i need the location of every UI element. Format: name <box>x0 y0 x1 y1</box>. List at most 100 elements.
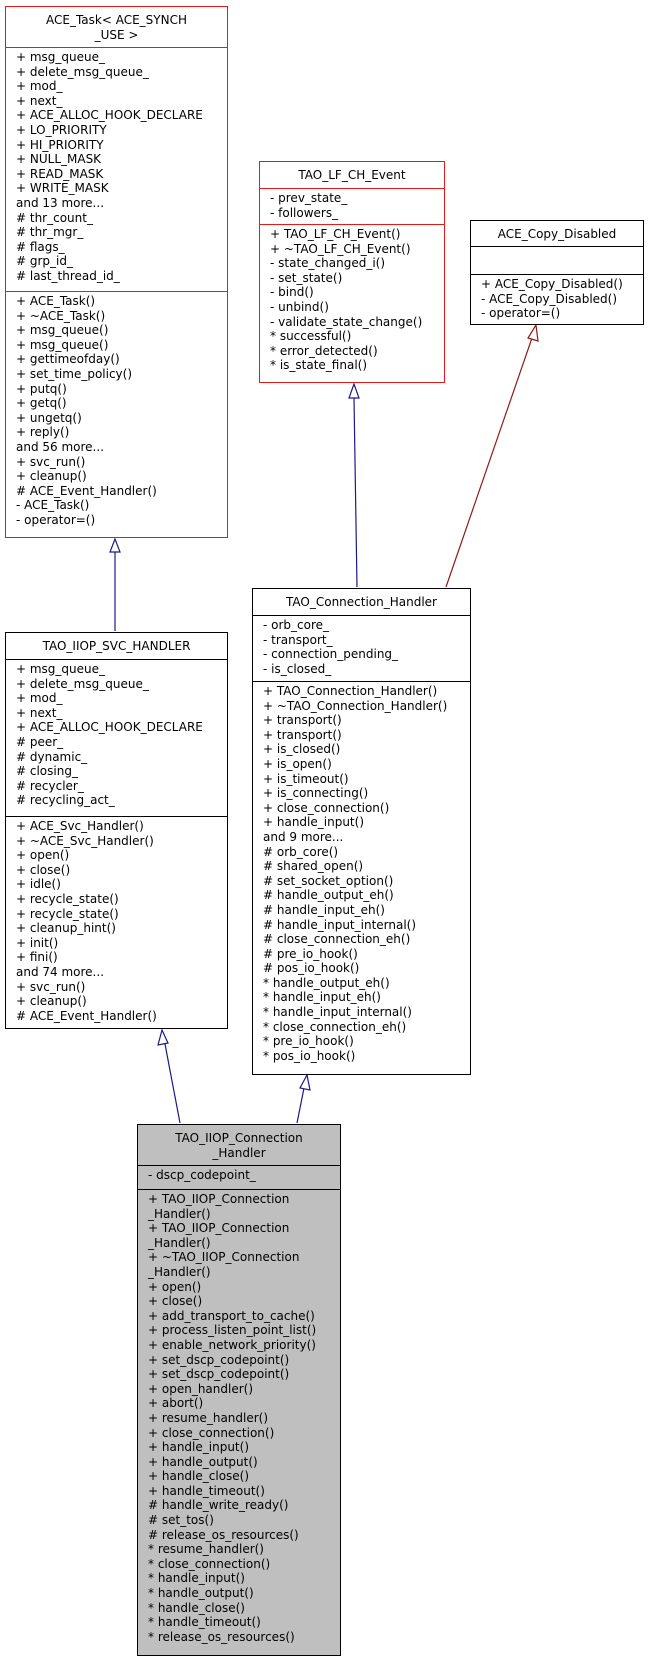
class-methods: + TAO_IIOP_Connection_Handler()+ TAO_IIO… <box>138 1189 340 1646</box>
member-line: # thr_mgr_ <box>16 225 84 240</box>
member-line: # peer_ <box>16 734 64 749</box>
member-line: + mod_ <box>16 79 63 94</box>
member-line: + ~ACE_Task() <box>16 308 106 323</box>
class-box-tao-iiop-connection-handler[interactable]: TAO_IIOP_Connection_Handler - dscp_codep… <box>137 1124 341 1656</box>
member-line: * handle_timeout() <box>148 1615 261 1630</box>
member-line: * successful() <box>270 329 352 344</box>
member-line: ACE_Copy_Disabled <box>497 227 617 241</box>
member-line: + close() <box>16 862 71 877</box>
member-line: + close_connection() <box>148 1425 275 1440</box>
member-line: - transport_ <box>263 632 333 647</box>
member-line: + enable_network_priority() <box>148 1337 316 1352</box>
member-line: + next_ <box>16 705 63 720</box>
member-line: + msg_queue_ <box>16 662 106 676</box>
class-methods: + ACE_Svc_Handler()+ ~ACE_Svc_Handler()+… <box>6 816 227 1025</box>
member-line: + handle_input() <box>148 1440 249 1455</box>
member-line: TAO_Connection_Handler <box>286 595 437 609</box>
member-line: - operator=() <box>16 512 96 527</box>
member-line: # thr_count_ <box>16 210 93 225</box>
member-line: + fini() <box>16 950 58 965</box>
member-line: - validate_state_change() <box>270 314 423 329</box>
edge-conn-handler-to-copy-disabled <box>445 337 533 588</box>
member-line: + is_open() <box>263 756 332 771</box>
member-line: # handle_input_eh() <box>263 902 385 917</box>
member-line: # closing_ <box>16 764 78 779</box>
member-line: + msg_queue() <box>16 337 109 352</box>
member-line: + msg_queue_ <box>16 50 106 64</box>
class-title: ACE_Copy_Disabled <box>471 221 643 246</box>
member-line: * pre_io_hook() <box>263 1034 354 1049</box>
class-box-ace-copy-disabled[interactable]: ACE_Copy_Disabled + ACE_Copy_Disabled() -… <box>470 220 644 325</box>
member-line: + NULL_MASK <box>16 152 102 167</box>
member-line: _Handler() <box>148 1235 211 1250</box>
member-line: # orb_core() <box>263 844 339 859</box>
member-line: * handle_output() <box>148 1586 254 1601</box>
member-line: + transport() <box>263 713 342 728</box>
member-line: + set_time_policy() <box>16 366 133 381</box>
member-line: # handle_output_eh() <box>263 888 394 903</box>
member-line: * release_os_resources() <box>148 1629 295 1644</box>
class-methods: + TAO_Connection_Handler()+ ~TAO_Connect… <box>253 681 470 1065</box>
member-line: # ACE_Event_Handler() <box>16 483 157 498</box>
member-line: + ~TAO_LF_CH_Event() <box>270 241 411 256</box>
member-line: + ACE_Task() <box>16 294 96 308</box>
edge-arrowhead-copy-disabled <box>527 323 539 342</box>
member-line: + WRITE_MASK <box>16 181 109 196</box>
member-line: + reply() <box>16 425 70 440</box>
member-line: + set_dscp_codepoint() <box>148 1352 290 1367</box>
member-line: + handle_close() <box>148 1469 250 1484</box>
member-line: + close() <box>148 1294 203 1309</box>
member-line: _Handler() <box>148 1264 211 1279</box>
class-title: TAO_LF_CH_Event <box>260 162 444 188</box>
member-line: + init() <box>16 935 59 950</box>
class-box-tao-iiop-svc-handler[interactable]: TAO_IIOP_SVC_HANDLER + msg_queue_+ delet… <box>5 632 228 1029</box>
member-line: + cleanup() <box>16 469 87 484</box>
member-line: # recycling_act_ <box>16 793 115 808</box>
member-line: + LO_PRIORITY <box>16 122 107 137</box>
member-line: + svc_run() <box>16 454 86 469</box>
member-line: + handle_timeout() <box>148 1483 265 1498</box>
member-line: and 9 more... <box>263 829 344 844</box>
member-line: - operator=() <box>481 306 561 321</box>
class-title: TAO_IIOP_Connection_Handler <box>138 1125 340 1165</box>
member-line: # ACE_Event_Handler() <box>16 1008 157 1023</box>
edge-iiop-conn-to-svc-handler <box>164 1043 181 1124</box>
member-line: + HI_PRIORITY <box>16 137 104 152</box>
class-box-tao-connection-handler[interactable]: TAO_Connection_Handler - orb_core_- tran… <box>252 588 471 1075</box>
class-attributes: - dscp_codepoint_ <box>138 1165 340 1189</box>
class-attributes: + msg_queue_+ delete_msg_queue_+ mod_+ n… <box>6 47 227 291</box>
member-line: + set_dscp_codepoint() <box>148 1367 290 1382</box>
class-box-ace-task[interactable]: ACE_Task< ACE_SYNCH_USE > + msg_queue_+ … <box>5 6 228 538</box>
member-line: + ~ACE_Svc_Handler() <box>16 833 154 848</box>
member-line: * close_connection_eh() <box>263 1019 407 1034</box>
member-line: + delete_msg_queue_ <box>16 64 149 79</box>
member-line: + ACE_ALLOC_HOOK_DECLARE <box>16 108 203 123</box>
member-line: + svc_run() <box>16 979 86 994</box>
class-title: ACE_Task< ACE_SYNCH_USE > <box>6 7 227 47</box>
class-methods: + TAO_LF_CH_Event()+ ~TAO_LF_CH_Event()-… <box>260 224 444 375</box>
class-box-tao-lf-ch-event[interactable]: TAO_LF_CH_Event - prev_state_- followers… <box>259 161 445 383</box>
member-line: + ungetq() <box>16 410 82 425</box>
member-line: + is_timeout() <box>263 771 349 786</box>
member-line: - followers_ <box>270 205 339 220</box>
member-line: ACE_Task< ACE_SYNCH <box>45 13 187 27</box>
member-line: + ACE_Copy_Disabled() <box>481 277 623 291</box>
member-line: # dynamic_ <box>16 749 88 764</box>
member-line: # set_tos() <box>148 1513 214 1528</box>
edge-conn-handler-to-lf-ch-event <box>353 397 358 588</box>
edge-arrowhead-lf-ch-event <box>348 382 360 399</box>
member-line: + msg_queue() <box>16 323 109 338</box>
class-title: TAO_IIOP_SVC_HANDLER <box>6 633 227 659</box>
member-line: + delete_msg_queue_ <box>16 676 149 691</box>
member-line: + ~TAO_IIOP_Connection <box>148 1250 300 1265</box>
class-attributes: + msg_queue_+ delete_msg_queue_+ mod_+ n… <box>6 659 227 816</box>
member-line: + handle_output() <box>148 1454 258 1469</box>
edge-arrowhead-svc-handler <box>157 1028 169 1046</box>
member-line: + gettimeofday() <box>16 352 120 367</box>
member-line: # recycler_ <box>16 778 84 793</box>
member-line: + idle() <box>16 877 61 892</box>
member-line: + add_transport_to_cache() <box>148 1308 315 1323</box>
member-line: + process_listen_point_list() <box>148 1323 317 1338</box>
member-line: + next_ <box>16 93 63 108</box>
